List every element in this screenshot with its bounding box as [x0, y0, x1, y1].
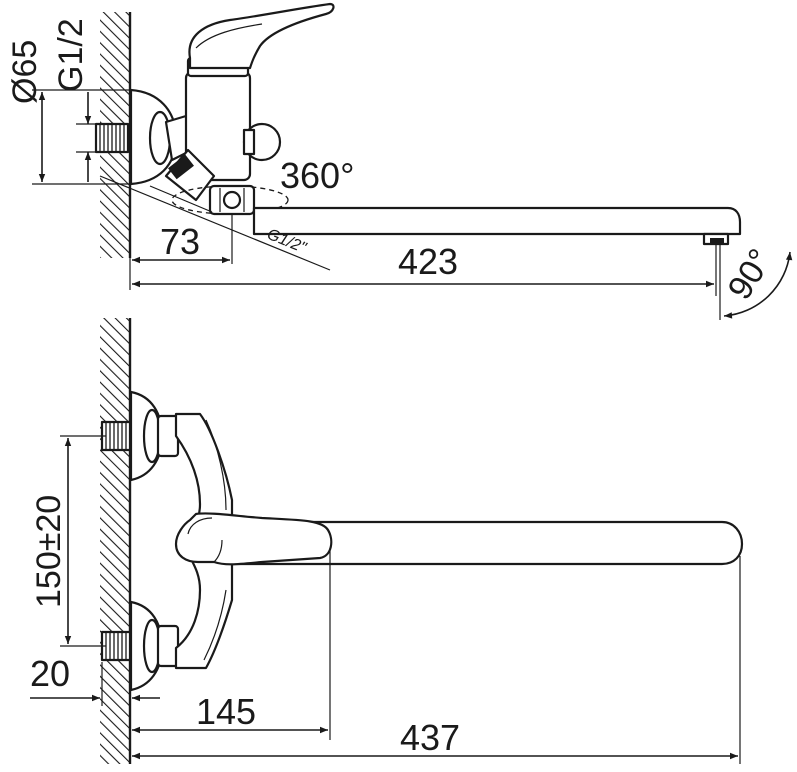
front-lever — [174, 512, 333, 566]
front-lower-inlet — [100, 600, 180, 692]
top-inlet-thread — [94, 122, 130, 154]
diameter-label: Ø65 — [6, 40, 44, 104]
spout-length-label: 423 — [398, 241, 458, 282]
dim-spout-angle: 90° — [719, 242, 793, 320]
rotation-label: 360° — [280, 155, 354, 196]
front-view: 150±20 20 145 437 — [30, 318, 744, 764]
top-view: Ø65 G1/2 360° G1/2" 73 423 — [6, 2, 793, 320]
front-wall — [100, 318, 132, 764]
dim-thread: G1/2 — [52, 18, 98, 182]
top-mixer-body — [164, 2, 335, 202]
thread-label: G1/2 — [52, 18, 90, 92]
spout-angle-label: 90° — [721, 242, 780, 306]
dim-overall-length: 437 — [132, 556, 741, 764]
top-swivel — [171, 184, 289, 216]
center-distance-label: 150±20 — [30, 495, 68, 608]
front-spout — [230, 520, 744, 566]
offset-label: 73 — [160, 221, 200, 262]
overall-length-label: 437 — [400, 717, 460, 758]
handle-reach-label: 145 — [196, 691, 256, 732]
top-spout — [252, 206, 742, 246]
dim-thread-depth: 20 — [30, 653, 160, 706]
thread-depth-label: 20 — [30, 653, 70, 694]
front-upper-inlet — [100, 390, 180, 482]
dim-spout-length: 423 — [132, 241, 717, 296]
dim-diameter: Ø65 — [6, 40, 132, 185]
dim-handle-reach: 145 — [132, 548, 331, 740]
dim-center-distance: 150±20 — [30, 435, 106, 647]
